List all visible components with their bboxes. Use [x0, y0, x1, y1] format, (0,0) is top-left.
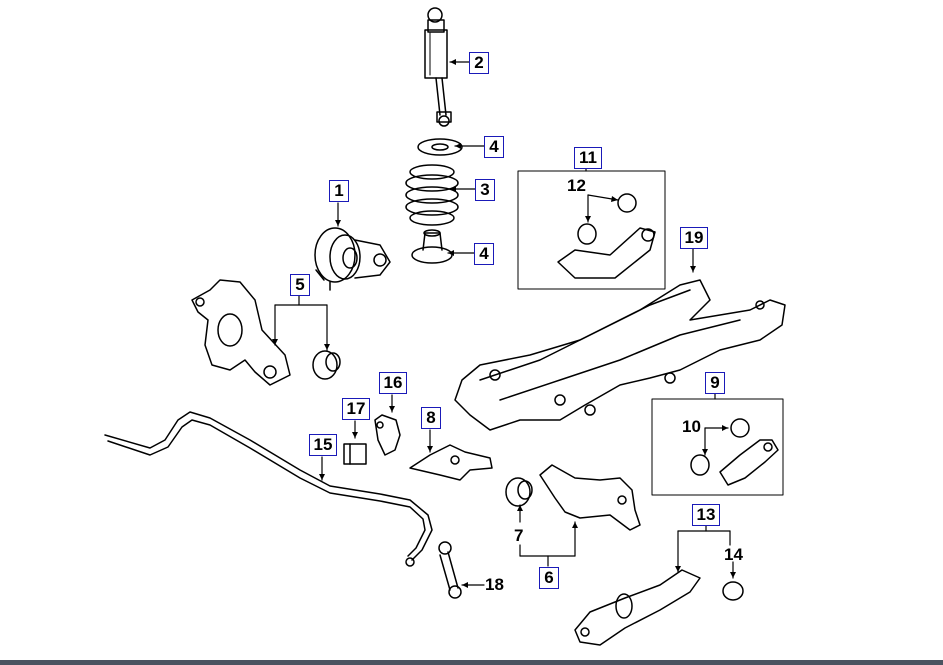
trailing-arm-part — [505, 464, 641, 531]
label-part-17: 17 — [342, 398, 370, 420]
bottom-border-bar — [0, 660, 943, 665]
stabilizer-bracket-part — [374, 414, 401, 456]
label-part-18: 18 — [485, 575, 504, 594]
label-part-10: 10 — [682, 417, 701, 436]
label-part-16: 16 — [379, 372, 407, 394]
coil-spring-part — [405, 164, 459, 226]
lower-control-arm-part — [574, 569, 744, 646]
part-9-group-box — [651, 398, 784, 496]
stabilizer-bar-part — [104, 411, 433, 567]
label-part-1: 1 — [329, 180, 349, 202]
stabilizer-link-part — [438, 541, 462, 599]
knuckle-part — [191, 279, 291, 386]
knuckle-bushing-part — [312, 350, 341, 380]
label-part-15: 15 — [309, 434, 337, 456]
hub-bearing-part — [314, 227, 391, 291]
label-part-9: 9 — [705, 372, 725, 394]
bracket-8-part — [409, 444, 493, 481]
upper-control-arm-part — [557, 193, 656, 279]
upper-insulator-part — [417, 138, 463, 156]
label-part-8: 8 — [421, 407, 441, 429]
label-part-19: 19 — [680, 227, 708, 249]
label-part-14: 14 — [724, 545, 743, 564]
label-part-6: 6 — [539, 567, 559, 589]
label-part-2: 2 — [469, 52, 489, 74]
lower-arm-9-part — [690, 418, 779, 486]
label-part-11: 11 — [574, 147, 602, 169]
label-part-5: 5 — [290, 274, 310, 296]
label-part-4-upper: 4 — [484, 136, 504, 158]
label-part-12: 12 — [567, 176, 586, 195]
shock-absorber-part — [424, 7, 452, 127]
crossmember-part — [454, 279, 786, 431]
label-part-3: 3 — [475, 179, 495, 201]
label-part-4-lower: 4 — [474, 243, 494, 265]
lower-insulator-part — [411, 229, 453, 264]
label-part-13: 13 — [692, 504, 720, 526]
stabilizer-bushing-part — [343, 443, 367, 465]
label-part-7: 7 — [514, 526, 524, 545]
part-11-group-box — [517, 170, 666, 290]
